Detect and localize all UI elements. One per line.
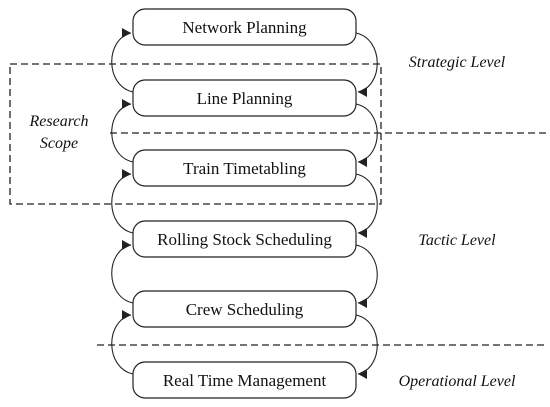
level-label-strategic: Strategic Level [409, 54, 506, 71]
arrowhead-left [358, 228, 367, 238]
stage-label: Rolling Stock Scheduling [157, 230, 332, 249]
arrowhead-left [358, 87, 367, 97]
stage-label: Network Planning [182, 18, 307, 37]
level-label-tactic: Tactic Level [418, 232, 496, 249]
stage-real-time-management: Real Time Management [132, 361, 357, 399]
research-scope-box [9, 63, 382, 205]
research-scope-label-line2: Scope [40, 135, 78, 152]
stage-label: Train Timetabling [183, 159, 306, 178]
stage-label: Real Time Management [163, 371, 327, 390]
stage-box [132, 8, 357, 46]
stage-network-planning: Network Planning [132, 8, 357, 46]
feedback-arc-up [111, 244, 134, 304]
flow-arc-down [355, 244, 378, 304]
arrowhead-right [122, 310, 131, 320]
stage-box [132, 361, 357, 399]
stage-box [132, 220, 357, 258]
level-label-operational: Operational Level [399, 373, 516, 390]
feedback-arc-up [111, 32, 134, 93]
arrowhead-right [122, 240, 131, 250]
arrowhead-left [358, 157, 367, 167]
stage-line-planning: Line Planning [132, 79, 357, 117]
arrowhead-right [122, 28, 131, 38]
stage-label: Line Planning [197, 89, 293, 108]
arrowhead-right [122, 169, 131, 179]
stage-crew-scheduling: Crew Scheduling [132, 290, 357, 328]
stage-box [132, 79, 357, 117]
flow-arrows [111, 28, 378, 379]
research-scope-label-line1: Research [29, 113, 89, 130]
arrowhead-left [358, 298, 367, 308]
stage-train-timetabling: Train Timetabling [132, 149, 357, 187]
arrowhead-right [122, 99, 131, 109]
stage-label: Crew Scheduling [186, 300, 304, 319]
stage-box [132, 290, 357, 328]
flow-arc-down [355, 32, 378, 93]
stage-rolling-stock-scheduling: Rolling Stock Scheduling [132, 220, 357, 258]
arrowhead-left [358, 369, 367, 379]
stage-box [132, 149, 357, 187]
